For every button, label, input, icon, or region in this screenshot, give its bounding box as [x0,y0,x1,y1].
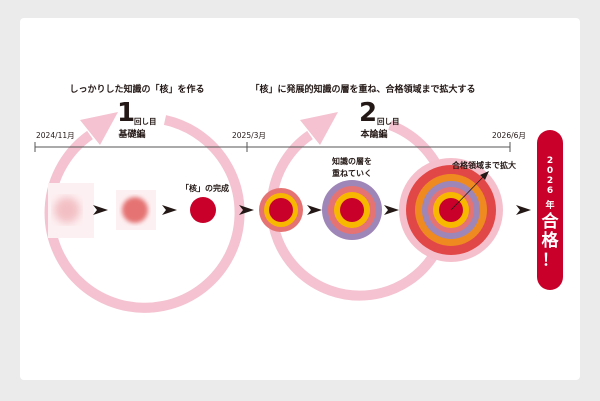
phase2-name: 本論編 [360,130,388,140]
timeline-mid: 2025/3月 [232,131,266,140]
layer-label-1: 知識の層を [332,157,372,166]
core-circle [190,197,216,223]
flow-arrow-icon [162,205,177,215]
phase1-name: 基礎編 [118,130,146,140]
stage-1-circle [54,197,80,223]
expand-arrow [450,174,486,211]
phase2-number: 2 [358,98,378,128]
timeline-start: 2024/11月 [36,131,75,140]
cycle-arrowhead-2 [300,112,338,145]
phase2-heading: 「核」に発展的知識の層を重ね、合格領域まで拡大する [250,85,476,95]
stage-2-circle [122,197,148,223]
timeline-end: 2026/6月 [492,131,526,140]
flow-arrow-icon [93,205,108,215]
goal-exclaim: ！ [541,250,558,269]
core-complete-label: 「核」の完成 [181,184,229,193]
flow-arrow-icon [239,205,254,215]
stage-5-circle [322,180,382,240]
goal-year-unit: 年 [545,201,555,211]
phase2-round: 回し目 [377,117,400,126]
phase1-heading: しっかりした知識の「核」を作る [69,85,205,95]
goal-year: 2026 [546,156,554,196]
expand-label: 合格領域まで拡大 [452,161,516,170]
goal-pass: 合格 [541,212,559,251]
phase1-round: 回し目 [134,117,157,126]
layer-label-2: 重ねていく [332,169,372,178]
flow-arrow-icon [516,205,531,215]
stage-4-circle [259,188,303,232]
flow-arrow-icon [384,205,399,215]
goal-badge: 2026 年 合格 ！ [537,130,563,290]
phase1-number: 1 [116,98,136,128]
flow-arrow-icon [307,205,322,215]
cycle-arrowhead-1 [80,112,118,145]
